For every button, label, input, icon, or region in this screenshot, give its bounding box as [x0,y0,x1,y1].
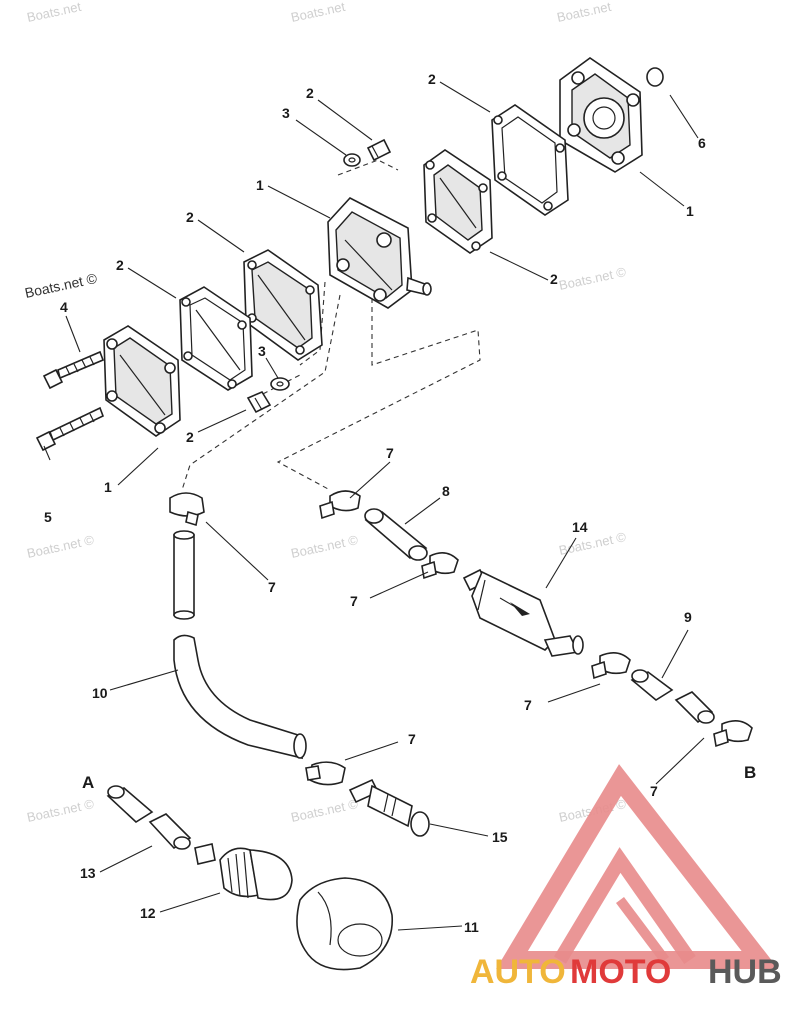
callout-7: 7 [524,697,532,713]
callout-12: 12 [140,905,156,921]
callout-1: 1 [104,479,112,495]
watermark: Boats.net [556,0,613,25]
watermark: Boats.net © [23,270,99,301]
fuel-filter [462,568,584,657]
diaphragm-plate [423,149,493,254]
hose-9 [630,669,715,724]
watermark: Boats.net © [558,264,628,293]
callout-11: 11 [464,919,479,935]
callout-2: 2 [550,271,558,287]
watermark: Boats.net © [290,532,360,561]
gasket-upper [491,104,569,216]
callout-15: 15 [492,829,508,845]
callout-6: 6 [698,135,706,151]
callout-1: 1 [256,177,264,193]
callout-8: 8 [442,483,450,499]
hose-clamp-left [169,492,205,527]
leader-lines [43,81,705,931]
brand-moto: MOTO [570,953,671,991]
hose-clamp-filter-in [421,552,459,580]
pump-cover-rear [559,57,643,173]
short-hose-left [173,530,195,620]
check-valve-lower [246,377,290,414]
watermark: Boats.net © [558,529,628,558]
callout-3: 3 [258,343,266,359]
watermark: Boats.net © [26,796,96,825]
watermark: Boats.net © [290,796,360,825]
callout-10: 10 [92,685,108,701]
callout-2: 2 [306,85,314,101]
callout-labels: 2 3 1 2 2 4 5 1 2 3 2 6 1 2 7 8 7 7 14 9… [44,71,756,935]
primer-fitting [194,843,293,901]
hose-clamp-b [713,720,753,748]
watermark: Boats.net [26,0,83,25]
callout-5: 5 [44,509,52,525]
fuel-pump-body [327,197,432,309]
callout-a: A [82,773,94,792]
callout-1: 1 [686,203,694,219]
hose-8 [364,508,428,561]
brand-logo: AUTO MOTO HUB [470,764,782,991]
gasket-left-1 [179,286,253,391]
callout-7: 7 [650,783,658,799]
callout-b: B [744,763,756,782]
check-valve-top [343,138,392,167]
watermark: Boats.net [290,0,347,25]
callout-7: 7 [386,445,394,461]
hose-clamp-filter-out [591,652,631,680]
primer-bulb [296,877,393,971]
brand-auto: AUTO [470,953,566,991]
flow-arrow-icon [510,602,530,616]
fuel-hose-long [173,634,303,760]
callout-9: 9 [684,609,692,625]
brand-hub: HUB [708,953,782,991]
o-ring-seal [646,67,664,87]
callout-3: 3 [282,105,290,121]
callout-7: 7 [268,579,276,595]
callout-2: 2 [186,209,194,225]
assembly-lines [181,159,481,491]
watermark: Boats.net © [26,532,96,561]
callout-2: 2 [116,257,124,273]
hose-clamp-mid [305,761,346,786]
gasket-left-2 [243,249,323,361]
callout-14: 14 [572,519,588,535]
callout-13: 13 [80,865,96,881]
connector-hose-13 [106,785,192,850]
screw-lower [35,406,105,452]
callout-4: 4 [60,299,68,315]
fuel-fitting [348,778,430,837]
callout-7: 7 [408,731,416,747]
pump-cover-front [103,325,181,437]
callout-2: 2 [428,71,436,87]
screw-upper [42,350,105,390]
callout-2: 2 [186,429,194,445]
callout-7: 7 [350,593,358,609]
